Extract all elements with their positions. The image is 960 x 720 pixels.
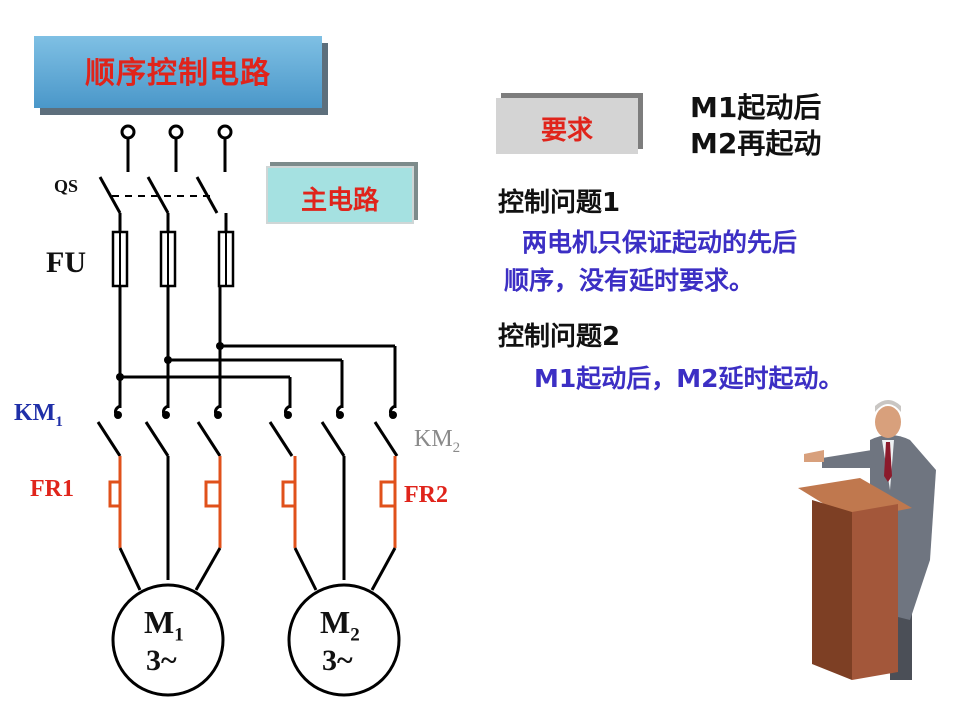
page-title: 顺序控制电路 xyxy=(85,56,271,91)
question-2-line-1: M1起动后，M2延时起动。 xyxy=(534,364,844,393)
requirement-box: 要求 xyxy=(496,98,638,154)
km2-label: KM2 xyxy=(414,426,460,457)
main-circuit-label: 主电路 xyxy=(300,186,379,216)
contactor-contacts xyxy=(96,404,399,457)
terminal-l1 xyxy=(120,124,136,140)
motor-2-base: M xyxy=(320,604,351,640)
requirement-line-2: M2再起动 xyxy=(690,127,822,160)
motor-1-label: M1 xyxy=(144,604,184,646)
question-2-title: 控制问题2 xyxy=(498,322,621,352)
question-1-title: 控制问题1 xyxy=(498,188,621,218)
fr2-label: FR2 xyxy=(404,482,448,508)
qs-switch xyxy=(98,176,219,214)
motor-2-phase: 3~ xyxy=(322,644,353,677)
km2-base: KM xyxy=(414,426,453,452)
motor-1 xyxy=(111,583,225,697)
question-1-line-1: 两电机只保证起动的先后 xyxy=(522,228,798,257)
terminal-l2 xyxy=(168,124,184,140)
terminal-l3 xyxy=(217,124,233,140)
motor-2-label: M2 xyxy=(320,604,360,646)
motor-1-phase: 3~ xyxy=(146,644,177,677)
speaker-podium-illustration xyxy=(798,400,936,680)
fu-label: FU xyxy=(46,246,86,279)
km1-label: KM1 xyxy=(14,400,63,431)
motor-1-sub: 1 xyxy=(174,624,184,646)
motor-2-sub: 2 xyxy=(350,624,360,646)
motor-1-base: M xyxy=(144,604,175,640)
motor-2 xyxy=(287,583,401,697)
fuses xyxy=(111,230,235,288)
km1-sub: 1 xyxy=(55,413,63,430)
km2-sub: 2 xyxy=(452,439,461,456)
overload-relays xyxy=(108,456,397,548)
requirement-label: 要求 xyxy=(540,116,593,146)
question-1-line-2: 顺序，没有延时要求。 xyxy=(504,266,755,295)
main-circuit-label-box: 主电路 xyxy=(266,166,414,224)
junction-dots xyxy=(116,342,224,381)
fr1-label: FR1 xyxy=(30,476,74,502)
km1-base: KM xyxy=(14,400,56,426)
title-banner: 顺序控制电路 xyxy=(34,36,322,108)
qs-label: QS xyxy=(54,176,79,196)
requirement-text: M1起动后 M2再起动 xyxy=(690,90,821,162)
requirement-line-1: M1起动后 xyxy=(690,91,822,124)
